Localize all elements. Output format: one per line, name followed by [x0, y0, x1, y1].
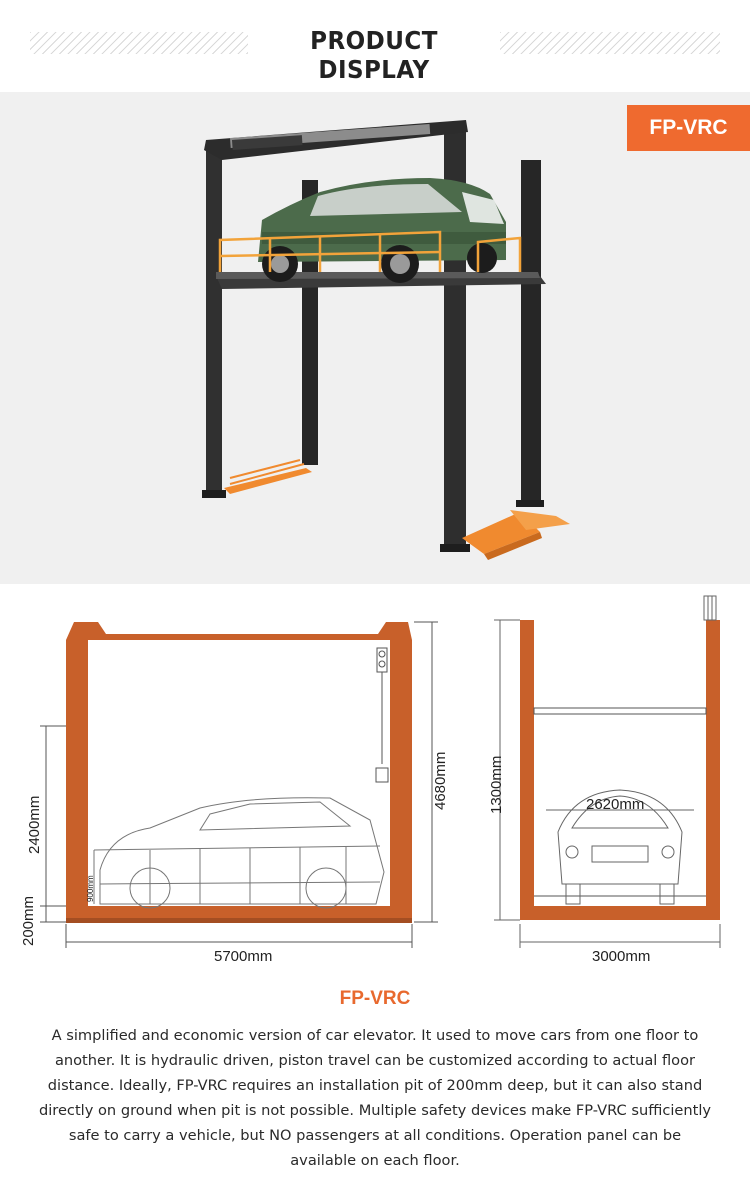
front-total-height-label: 4680mm	[432, 751, 449, 810]
lift-illustration	[202, 120, 570, 560]
car-width-label: 2620mm	[586, 796, 645, 813]
header-decoration-left	[30, 32, 248, 54]
dimension-drawing	[40, 595, 721, 948]
product-photo	[0, 92, 750, 584]
product-description: A simplified and economic version of car…	[38, 1027, 712, 1169]
side-height-label: 1300mm	[488, 755, 505, 814]
dimension-diagrams: 5700mm 4680mm 2400mm 200mm 900mm 3000mm …	[0, 584, 750, 970]
guard-height-label: 900mm	[86, 875, 95, 902]
front-lower-height-label: 2400mm	[26, 795, 43, 854]
model-badge: FP-VRC	[627, 105, 750, 151]
section-title: PRODUCT DISPLAY	[310, 26, 438, 84]
pit-depth-label: 200mm	[20, 895, 37, 946]
front-width-label: 5700mm	[214, 948, 273, 965]
section-header: PRODUCT DISPLAY	[0, 0, 750, 92]
side-width-label: 3000mm	[592, 948, 651, 965]
front-view	[40, 621, 438, 948]
side-view	[494, 595, 721, 948]
header-decoration-right	[500, 32, 720, 54]
product-name: FP-VRC	[339, 988, 411, 1009]
